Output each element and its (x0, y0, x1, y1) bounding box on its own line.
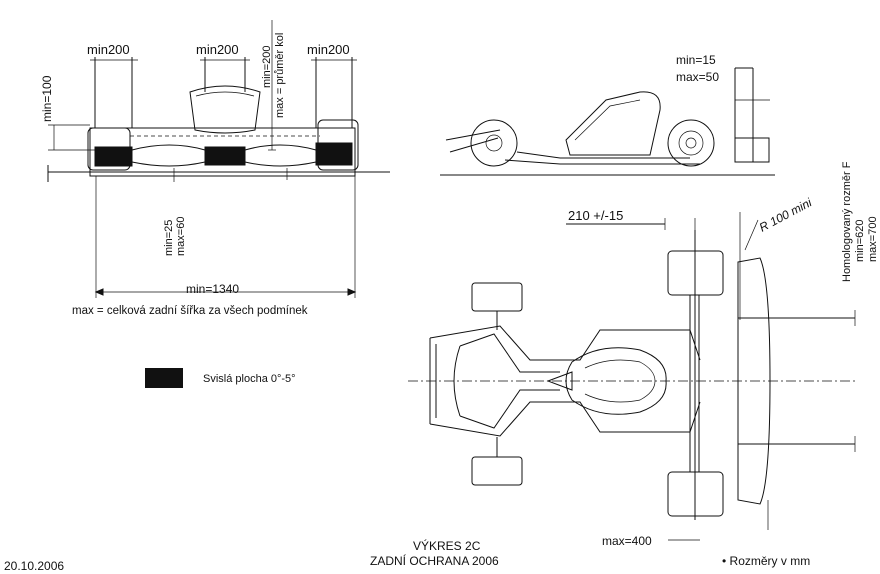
legend-label: Svislá plocha 0°-5° (203, 373, 296, 385)
side-view: min=15 max=50 (440, 53, 775, 176)
dim-offset: 210 +/-15 (568, 208, 623, 223)
black-area-left (94, 146, 133, 167)
drawing-title: ZADNÍ OCHRANA 2006 (370, 553, 499, 568)
side-dim-max: max=50 (676, 70, 719, 84)
black-area-right (315, 142, 353, 166)
drawing-date: 20.10.2006 (4, 559, 64, 573)
dim-wheel-max: max = průměr kol (274, 33, 286, 118)
dim-min200-center: min200 (196, 42, 239, 57)
homologation-title: Homologovaný rozměr F (841, 161, 853, 282)
legend: Svislá plocha 0°-5° (145, 368, 296, 388)
side-dim-min: min=15 (676, 53, 716, 67)
dim-max400: max=400 (602, 534, 652, 548)
dim-min200-left: min200 (87, 42, 130, 57)
homologation-max: max=700 (867, 216, 879, 262)
dim-min100: min=100 (40, 75, 54, 122)
dim-min200-right: min200 (307, 42, 350, 57)
black-area-center (204, 146, 246, 166)
dim-gap-max: max=60 (175, 217, 187, 256)
legend-swatch (145, 368, 183, 388)
drawing-number: VÝKRES 2C (413, 538, 481, 553)
homologation-min: min=620 (854, 219, 866, 262)
dim-wheel-min: min=200 (261, 45, 273, 88)
dim-radius: R 100 mini (757, 195, 815, 234)
top-view: 210 +/-15 R 100 mini Homologovaný rozměr… (408, 161, 879, 548)
dim-gap-min: min=25 (163, 220, 175, 256)
dim-width-max: max = celková zadní šířka za všech podmí… (72, 305, 308, 317)
dim-width-min: min=1340 (186, 282, 239, 296)
footer: 20.10.2006 VÝKRES 2C ZADNÍ OCHRANA 2006 … (4, 538, 810, 573)
units-note: • Rozměry v mm (722, 554, 810, 568)
rear-view: min200 min200 min200 min=100 min=200 max… (40, 20, 390, 317)
